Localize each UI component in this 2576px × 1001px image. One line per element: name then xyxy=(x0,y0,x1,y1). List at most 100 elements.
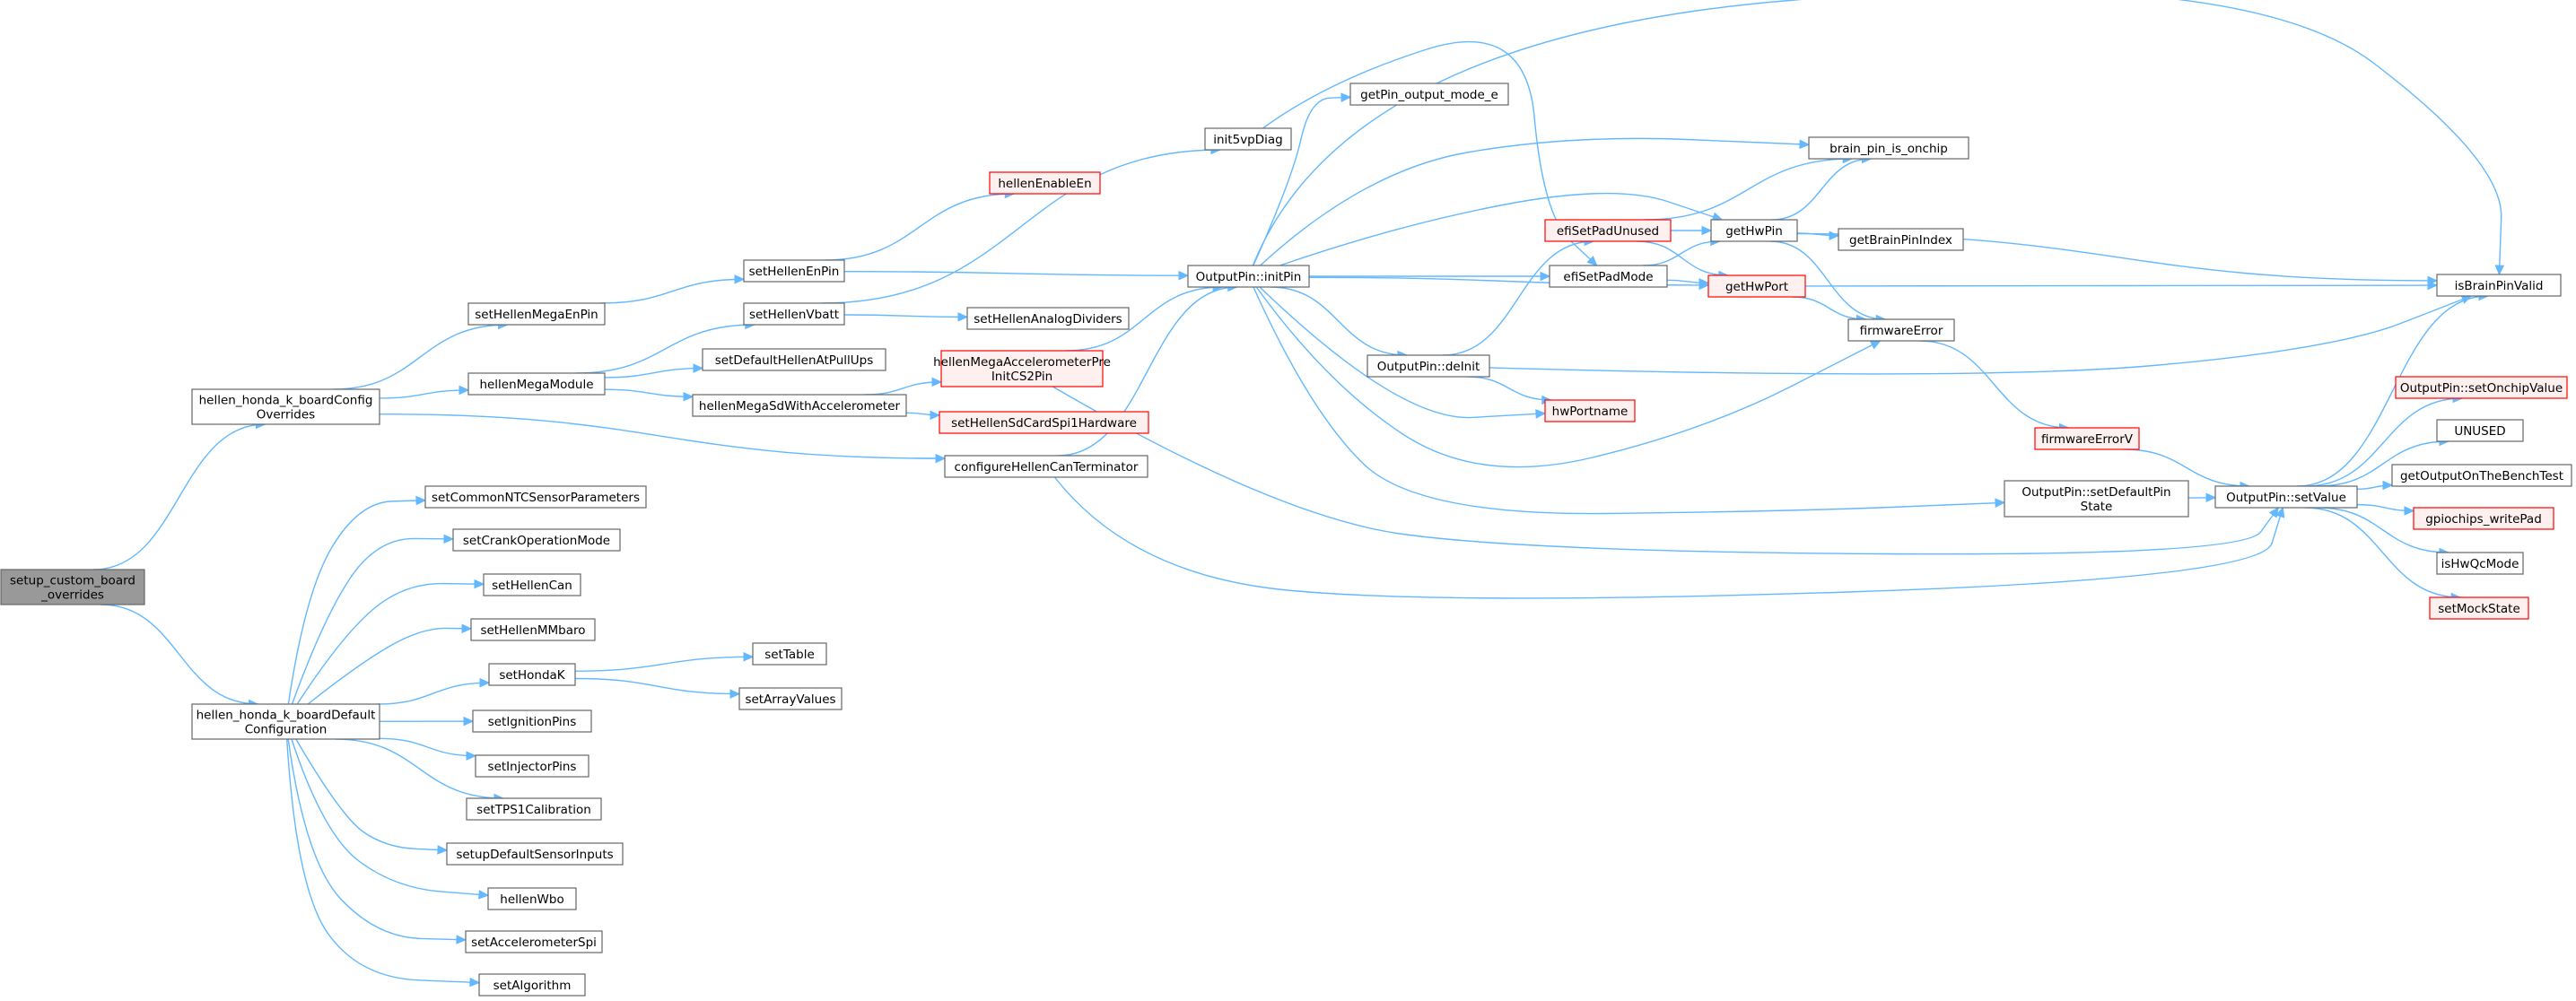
node-getHwPort[interactable]: getHwPort xyxy=(1707,274,1806,298)
node-box[interactable] xyxy=(424,485,647,509)
node-deInit[interactable]: OutputPin::deInit xyxy=(1367,354,1490,378)
node-setHAnalogDiv[interactable]: setHellenAnalogDividers xyxy=(966,307,1130,330)
node-box[interactable] xyxy=(1549,265,1668,288)
node-box[interactable] xyxy=(1838,228,1964,251)
node-setArrVal[interactable]: setArrayValues xyxy=(738,687,843,710)
node-getBench[interactable]: getOutputOnTheBenchTest xyxy=(2391,464,2572,487)
node-box[interactable] xyxy=(692,394,907,417)
node-box[interactable] xyxy=(1544,399,1636,422)
node-gpiochips[interactable]: gpiochips_writePad xyxy=(2413,507,2554,530)
node-setCrank[interactable]: setCrankOperationMode xyxy=(452,528,621,552)
node-fwErrorV[interactable]: firmwareErrorV xyxy=(2034,427,2140,450)
node-box[interactable] xyxy=(1710,219,1798,242)
node-box[interactable] xyxy=(472,709,592,733)
node-fwError[interactable]: firmwareError xyxy=(1847,318,1955,342)
node-setHMegaEnPin[interactable]: setHellenMegaEnPin xyxy=(467,302,606,326)
node-box[interactable] xyxy=(1187,265,1310,288)
node-box[interactable] xyxy=(488,663,576,686)
node-isHwQc[interactable]: isHwQcMode xyxy=(2436,552,2524,575)
node-setDefPullUps[interactable]: setDefaultHellenAtPullUps xyxy=(702,348,886,371)
node-setMock[interactable]: setMockState xyxy=(2429,596,2529,620)
node-setTable[interactable]: setTable xyxy=(752,642,827,666)
node-box[interactable] xyxy=(483,573,581,596)
node-setNTC[interactable]: setCommonNTCSensorParameters xyxy=(424,485,647,509)
node-box[interactable] xyxy=(944,455,1148,478)
node-box[interactable] xyxy=(465,930,603,953)
node-box[interactable] xyxy=(2034,427,2140,450)
node-box[interactable] xyxy=(743,259,845,283)
node-box[interactable] xyxy=(1707,274,1806,298)
node-box[interactable] xyxy=(467,372,606,396)
node-efiUnused[interactable]: efiSetPadUnused xyxy=(1544,219,1672,242)
node-setup[interactable]: setup_custom_board_overrides xyxy=(0,569,145,605)
node-setHMM[interactable]: setHellenMMbaro xyxy=(470,618,596,641)
node-hMegaModule[interactable]: hellenMegaModule xyxy=(467,372,606,396)
node-box[interactable] xyxy=(752,642,827,666)
node-box[interactable] xyxy=(2436,419,2524,442)
node-box[interactable] xyxy=(191,388,380,425)
node-box[interactable] xyxy=(475,754,589,778)
node-box[interactable] xyxy=(1808,136,1969,160)
node-box[interactable] xyxy=(743,302,845,326)
node-efiMode[interactable]: efiSetPadMode xyxy=(1549,265,1668,288)
node-setHCan[interactable]: setHellenCan xyxy=(483,573,581,596)
node-box[interactable] xyxy=(939,411,1149,434)
node-configCanTerm[interactable]: configureHellenCanTerminator xyxy=(944,455,1148,478)
node-setOnchip[interactable]: OutputPin::setOnchipValue xyxy=(2395,376,2568,399)
node-box[interactable] xyxy=(2214,485,2358,509)
node-setValue[interactable]: OutputPin::setValue xyxy=(2214,485,2358,509)
node-box[interactable] xyxy=(702,348,886,371)
node-hEnableEn[interactable]: hellenEnableEn xyxy=(989,171,1101,195)
node-box[interactable] xyxy=(452,528,621,552)
node-box[interactable] xyxy=(966,307,1130,330)
node-setHSdCard[interactable]: setHellenSdCardSpi1Hardware xyxy=(939,411,1149,434)
node-box[interactable] xyxy=(738,687,843,710)
node-setHEnPin[interactable]: setHellenEnPin xyxy=(743,259,845,283)
node-initPin[interactable]: OutputPin::initPin xyxy=(1187,265,1310,288)
node-isBrainValid[interactable]: isBrainPinValid xyxy=(2436,274,2562,297)
node-box[interactable] xyxy=(470,618,596,641)
node-setHondaK[interactable]: setHondaK xyxy=(488,663,576,686)
node-box[interactable] xyxy=(1544,219,1672,242)
node-setupDefSens[interactable]: setupDefaultSensorInputs xyxy=(446,842,624,866)
node-box[interactable] xyxy=(940,350,1104,387)
node-box[interactable] xyxy=(2004,480,2189,518)
node-hWbo[interactable]: hellenWbo xyxy=(487,887,577,910)
node-setAccSpi[interactable]: setAccelerometerSpi xyxy=(465,930,603,953)
node-box[interactable] xyxy=(2436,552,2524,575)
node-box[interactable] xyxy=(466,797,602,821)
node-getPinMode[interactable]: getPin_output_mode_e xyxy=(1349,83,1509,106)
node-box[interactable] xyxy=(478,973,586,997)
node-init5vp[interactable]: init5vpDiag xyxy=(1204,127,1292,151)
node-box[interactable] xyxy=(2395,376,2568,399)
node-box[interactable] xyxy=(989,171,1101,195)
node-box[interactable] xyxy=(467,302,606,326)
node-hMegaSd[interactable]: hellenMegaSdWithAccelerometer xyxy=(692,394,907,417)
node-setHVbatt[interactable]: setHellenVbatt xyxy=(743,302,845,326)
node-box[interactable] xyxy=(1204,127,1292,151)
node-box[interactable] xyxy=(2436,274,2562,297)
node-setTPS1[interactable]: setTPS1Calibration xyxy=(466,797,602,821)
node-box[interactable] xyxy=(1847,318,1955,342)
node-unused[interactable]: UNUSED xyxy=(2436,419,2524,442)
node-box[interactable] xyxy=(1349,83,1509,106)
node-box[interactable] xyxy=(487,887,577,910)
node-setIgn[interactable]: setIgnitionPins xyxy=(472,709,592,733)
node-hwPortname[interactable]: hwPortname xyxy=(1544,399,1636,422)
node-box[interactable] xyxy=(1367,354,1490,378)
node-setInj[interactable]: setInjectorPins xyxy=(475,754,589,778)
node-brainOnchip[interactable]: brain_pin_is_onchip xyxy=(1808,136,1969,160)
node-setAlgo[interactable]: setAlgorithm xyxy=(478,973,586,997)
node-box[interactable] xyxy=(446,842,624,866)
node-getHwPin[interactable]: getHwPin xyxy=(1710,219,1798,242)
node-getBrainIdx[interactable]: getBrainPinIndex xyxy=(1838,228,1964,251)
node-box[interactable] xyxy=(2413,507,2554,530)
node-box[interactable] xyxy=(2429,596,2529,620)
node-box[interactable] xyxy=(2391,464,2572,487)
node-box[interactable] xyxy=(0,569,145,605)
node-box[interactable] xyxy=(191,703,380,740)
